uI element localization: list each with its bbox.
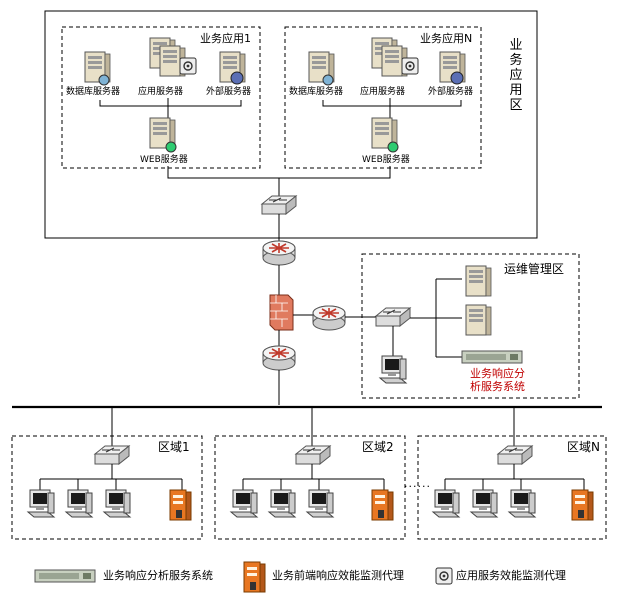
db-cylinder-n-icon [322, 74, 334, 86]
ops-area-box [361, 253, 580, 399]
region-n-pc-2-icon [470, 489, 498, 518]
ops-pc-icon [379, 355, 407, 384]
legend-monitor-icon [435, 567, 453, 585]
web-globe-n-icon [387, 141, 399, 153]
app1-box [61, 26, 261, 169]
region-n-pc-3-icon [508, 489, 536, 518]
appN-box [284, 26, 482, 169]
router-bottom-icon [262, 345, 296, 371]
appN-db-label: 数据库服务器 [289, 87, 344, 97]
app1-title: 业务应用1 [200, 32, 251, 45]
app-monitor-agent-icon [179, 57, 197, 75]
region-1-pc-1-icon [27, 489, 55, 518]
region-1-pc-2-icon [65, 489, 93, 518]
region-n-switch-icon [497, 445, 533, 465]
region-1-switch-icon [94, 445, 130, 465]
core-switch-icon [261, 195, 297, 215]
ops-server-2-icon [465, 304, 492, 336]
appN-web-label: WEB服务器 [362, 155, 410, 165]
region-1-pc-3-icon [103, 489, 131, 518]
region-2-pc-3-icon [306, 489, 334, 518]
legend-rack-icon [34, 569, 96, 583]
legend-agent-icon [243, 561, 266, 593]
router-top-icon [262, 240, 296, 266]
response-analysis-system-icon [461, 350, 523, 364]
region-n-title: 区域N [567, 440, 600, 454]
legend-item-2: 业务前端响应效能监测代理 [272, 569, 404, 582]
ops-server-1-icon [465, 265, 492, 297]
db-cylinder-icon [98, 74, 110, 86]
appN-app-label: 应用服务器 [360, 87, 406, 97]
region-n-agent-icon [571, 489, 594, 521]
region-n-pc-1-icon [432, 489, 460, 518]
ext-globe-icon [230, 71, 244, 85]
ops-area-title: 运维管理区 [504, 262, 565, 276]
legend-item-3: 应用服务效能监测代理 [456, 569, 566, 582]
region-ellipsis: ...... [404, 477, 431, 490]
region-n-box [417, 435, 607, 540]
web-globe-1-icon [165, 141, 177, 153]
region-2-pc-2-icon [268, 489, 296, 518]
region-2-box [214, 435, 406, 540]
region-2-title: 区域2 [362, 440, 394, 454]
app1-app-label: 应用服务器 [138, 87, 184, 97]
ops-switch-icon [375, 307, 411, 327]
region-2-switch-icon [295, 445, 331, 465]
business-area-box [44, 10, 538, 239]
region-1-title: 区域1 [158, 440, 190, 454]
app1-db-label: 数据库服务器 [66, 87, 121, 97]
legend-item-1: 业务响应分析服务系统 [103, 569, 213, 582]
ops-system-label-1: 业务响应分 [470, 367, 525, 380]
app-monitor-agent-n-icon [401, 57, 419, 75]
business-area-title: 业务应用区 [509, 38, 523, 113]
app1-ext-label: 外部服务器 [206, 87, 252, 97]
ops-system-label-2: 析服务系统 [470, 380, 525, 393]
region-1-box [11, 435, 203, 540]
region-2-agent-icon [371, 489, 394, 521]
region-2-pc-1-icon [230, 489, 258, 518]
appN-ext-label: 外部服务器 [428, 87, 474, 97]
region-1-agent-icon [169, 489, 192, 521]
firewall-icon [269, 294, 294, 331]
router-ops-icon [312, 305, 346, 331]
app1-web-label: WEB服务器 [140, 155, 188, 165]
appN-title: 业务应用N [420, 32, 473, 45]
ext-globe-n-icon [450, 71, 464, 85]
